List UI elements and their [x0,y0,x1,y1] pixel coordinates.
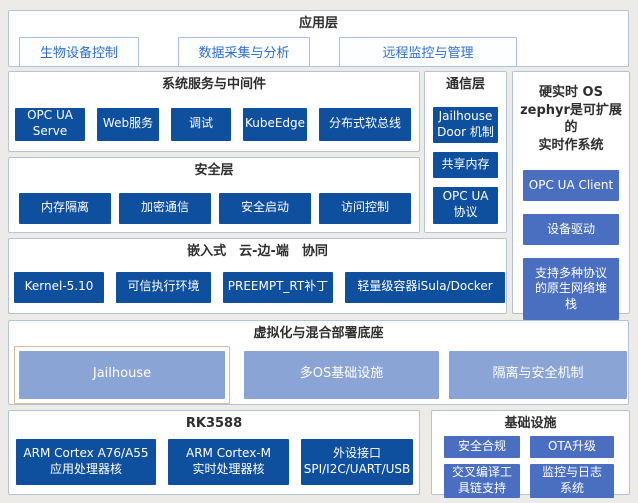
section-application-layer: 应用层 生物设备控制 数据采集与分析 远程监控与管理 [8,10,629,67]
section-title-hard-rtos: 硬实时 OS zephyr是可扩展的 实时作系统 [520,85,622,153]
block-memory-isolation: 内存隔离 [19,192,111,224]
block-arm-cortex-a76-a55: ARM Cortex A76/A55 应用处理器核 [16,438,156,485]
section-communication-layer: 通信层 Jailhouse Door 机制 共享内存 OPC UA 协议 [424,71,507,233]
block-bio-device-control: 生物设备控制 [19,36,139,67]
block-lightweight-container: 轻量级容器iSula/Docker [345,271,505,303]
jailhouse-highlight-frame: Jailhouse [14,345,230,404]
block-arm-cortex-m: ARM Cortex-M 实时处理器核 [168,438,289,485]
section-infrastructure: 基础设施 安全合规 OTA升级 交叉编译工 具链支持 监控与日志 系统 [431,410,630,498]
block-security-compliance: 安全合规 [444,435,520,458]
section-title-embedded-cloud-edge: 嵌入式 云-边-端 协同 [187,244,328,259]
section-embedded-cloud-edge: 嵌入式 云-边-端 协同 Kernel-5.10 可信执行环境 PREEMPT_… [8,238,507,314]
block-encrypted-communication: 加密通信 [119,192,211,224]
section-title-virtualization-base: 虚拟化与混合部署底座 [253,326,384,341]
block-web-service: Web服务 [97,107,159,141]
block-opcua-client: OPC UA Client [523,170,619,202]
block-trusted-execution-env: 可信执行环境 [116,271,211,303]
block-kernel-5-10: Kernel-5.10 [14,271,104,303]
section-system-services: 系统服务与中间件 OPC UA Serve Web服务 调试 KubeEdge … [8,71,420,152]
block-isolation-security-mechanism: 隔离与安全机制 [449,350,627,399]
block-native-network-stack: 支持多种协议 的原生网络堆 栈 [523,258,619,321]
block-cross-compile-toolchain: 交叉编译工 具链支持 [444,463,520,498]
block-remote-monitoring: 远程监控与管理 [339,36,517,67]
block-secure-boot: 安全启动 [219,192,311,224]
section-title-infrastructure: 基础设施 [504,416,557,431]
block-opcua-protocol: OPC UA 协议 [433,186,498,224]
section-rk3588: RK3588 ARM Cortex A76/A55 应用处理器核 ARM Cor… [8,410,420,495]
block-preempt-rt-patch: PREEMPT_RT补丁 [223,271,333,303]
section-virtualization-base: 虚拟化与混合部署底座 Jailhouse 多OS基础设施 隔离与安全机制 [8,320,629,405]
block-peripheral-interfaces: 外设接口 SPI/I2C/UART/USB [301,438,413,485]
section-title-rk3588: RK3588 [185,416,243,431]
section-hard-rtos-zephyr: 硬实时 OS zephyr是可扩展的 实时作系统 OPC UA Client 设… [512,71,630,321]
block-multi-os-infrastructure: 多OS基础设施 [244,350,439,399]
section-security-layer: 安全层 内存隔离 加密通信 安全启动 访问控制 [8,157,420,233]
block-ota-upgrade: OTA升级 [530,435,614,458]
block-jailhouse: Jailhouse [19,350,225,399]
block-kubeedge: KubeEdge [243,107,307,141]
block-access-control: 访问控制 [319,192,411,224]
block-monitoring-logging: 监控与日志 系统 [530,463,614,498]
section-title-security-layer: 安全层 [194,163,234,178]
section-title-communication-layer: 通信层 [445,77,485,92]
block-data-collection-analysis: 数据采集与分析 [178,36,310,67]
block-device-driver: 设备驱动 [523,214,619,246]
block-debug: 调试 [171,107,231,141]
block-jailhouse-door-mechanism: Jailhouse Door 机制 [433,106,498,143]
section-title-system-services: 系统服务与中间件 [161,77,266,92]
block-opcua-server: OPC UA Serve [15,107,85,141]
block-distributed-softbus: 分布式软总线 [319,107,411,141]
section-title-application-layer: 应用层 [298,16,338,31]
block-shared-memory: 共享内存 [433,151,498,178]
